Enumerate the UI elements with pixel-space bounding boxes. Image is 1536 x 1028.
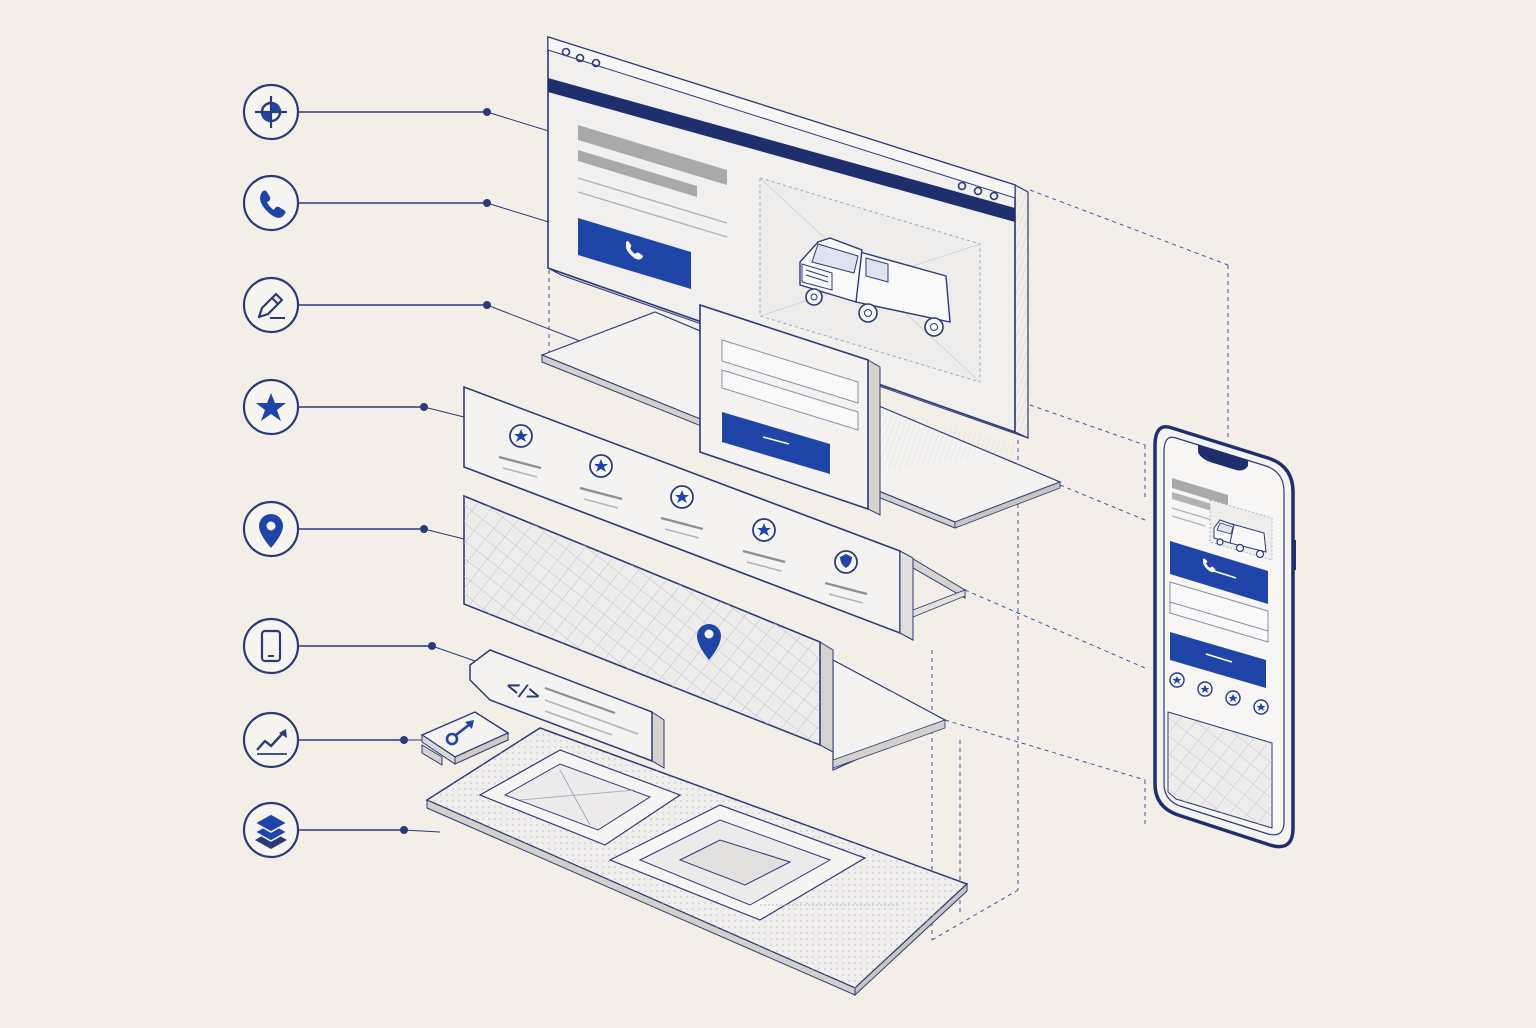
map-grid	[464, 496, 820, 745]
service-area-map-panel	[463, 494, 947, 771]
mobile-form-field[interactable]	[1169, 601, 1269, 643]
input-field[interactable]	[721, 339, 859, 404]
mobile-badges	[1169, 672, 1269, 715]
mobile-headline	[1172, 478, 1228, 505]
window-dot	[957, 181, 967, 191]
map-pin-icon	[242, 500, 300, 558]
mobile-subheadline	[1172, 492, 1215, 512]
phone-notch	[1198, 445, 1248, 471]
window-dot	[575, 53, 585, 63]
headline-placeholder	[578, 125, 727, 185]
window-dot	[561, 47, 571, 57]
layers-icon	[242, 801, 300, 859]
review-badge	[498, 424, 542, 478]
mobile-submit-button[interactable]	[1170, 632, 1266, 688]
phone-icon	[626, 241, 643, 260]
van-illustration	[759, 177, 981, 383]
crosshair-icon	[242, 83, 300, 141]
quote-form-panel	[699, 303, 881, 516]
review-badge	[742, 518, 786, 572]
analytics-chip[interactable]	[420, 711, 510, 766]
trend-chart-icon	[242, 711, 300, 769]
phone-icon	[1203, 558, 1216, 573]
mobile-phone-preview	[1153, 425, 1296, 849]
reviews-strip-panel	[463, 385, 966, 641]
review-badge	[660, 485, 704, 539]
input-field[interactable]	[721, 369, 859, 431]
window-dot	[989, 191, 999, 201]
review-badge	[579, 454, 623, 509]
mobile-van-image	[1209, 499, 1273, 561]
subheadline-placeholder	[578, 150, 697, 197]
smartphone-icon	[242, 617, 300, 675]
review-badge	[824, 550, 868, 604]
shield-icon	[840, 554, 852, 568]
window-dot	[973, 186, 983, 196]
pencil-icon	[242, 276, 300, 334]
mobile-call-button[interactable]	[1170, 541, 1268, 604]
call-button[interactable]	[578, 218, 691, 289]
window-dot	[591, 58, 601, 68]
foundation-base-plate	[425, 727, 969, 997]
code-snippet-tag: </>	[469, 649, 665, 769]
location-pin	[697, 624, 721, 660]
submit-button[interactable]	[722, 412, 830, 474]
phone-icon	[242, 174, 300, 232]
tracking-icon	[445, 720, 474, 746]
feature-icon-column	[242, 83, 491, 859]
star-icon	[242, 378, 300, 436]
